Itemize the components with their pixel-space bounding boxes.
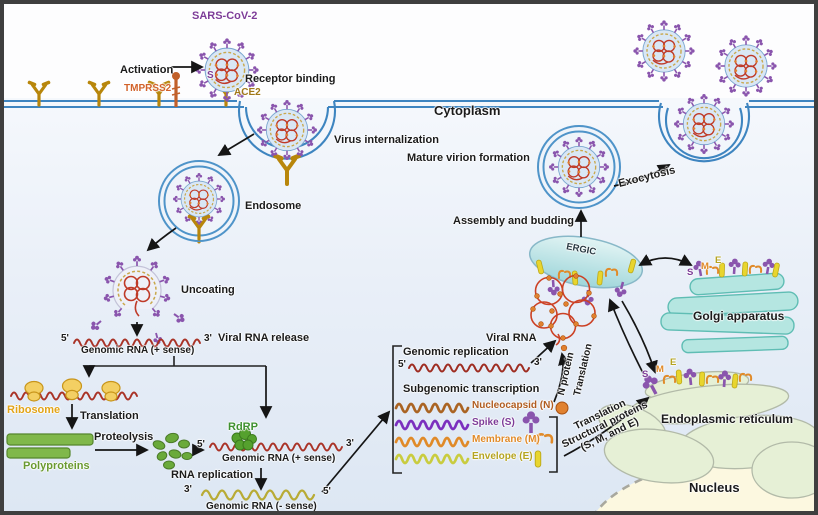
three-prime-4: 3' [534,357,542,368]
envelope-mrna [394,453,470,465]
nucleocapsid-assembly [530,273,597,352]
neg-to-block-arrow [321,410,391,493]
envelope-protein-icon [534,450,542,468]
replication-block-bracket [392,345,402,474]
nucleus-label: Nucleus [689,480,740,495]
er-s-letter: S [642,369,649,380]
rdrp-label: RdRP [228,421,258,433]
virion-released-2 [715,35,776,96]
polyproteins-label: Polyproteins [23,460,90,472]
genomic-rna-pos-1: Genomic RNA (+ sense) [81,345,195,356]
genomic-rna-branch [89,356,266,367]
spike-s-label: Spike (S) [472,417,515,428]
golgi-m-letter: M [701,261,709,272]
viral-rna-arrow [530,339,557,364]
er-e-letter: E [670,357,677,368]
virion-internalized [257,100,317,160]
five-prime-3: 5' [323,486,331,497]
activation-arrow [171,60,204,74]
cytoplasm-label: Cytoplasm [434,103,501,118]
endosome-arrow [146,227,177,252]
five-prime-1: 5' [61,333,69,344]
virion-released-1 [633,20,694,81]
tmprss2-protein [171,72,181,107]
receptor-binding-label: Receptor binding [245,73,336,85]
negative-sense-rna [200,489,316,501]
spike-mrna [394,419,470,431]
ribosome-label: Ribosome [7,404,61,416]
structural-proteins-bracket [549,416,558,473]
genomic-rna-neg-label: Genomic RNA (- sense) [206,501,317,512]
spike-protein-icon [520,409,542,435]
mature-virion-label: Mature virion formation [407,152,530,164]
sars-cov-2-label: SARS-CoV-2 [192,10,258,22]
rdrp-enzyme [231,428,257,451]
golgi-label: Golgi apparatus [693,309,785,323]
virus-internalization-label: Virus internalization [334,134,439,146]
tmprss2-label: TMPRSS2 [124,83,172,94]
virion-exocytosis [674,94,734,154]
ace2-label: ACE2 [234,87,261,98]
genomic-rna-pos-2: Genomic RNA (+ sense) [222,453,336,464]
cleaved-proteins [152,432,193,470]
rna-replication-label: RNA replication [171,469,254,481]
membrane-m-label: Membrane (M) [472,434,540,445]
translation-label: Translation [80,410,139,422]
er-m-letter: M [656,364,664,375]
golgi-e-letter: E [715,255,722,266]
internalization-arrow [217,133,255,156]
golgi-s-letter: S [687,267,694,278]
nucleocapsid-n-label: Nucleocapsid (N) [472,400,554,411]
diagram-graphics [4,4,814,511]
spike-s-tag: S [207,70,214,81]
five-prime-4: 5' [398,359,406,370]
genomic-replication-label: Genomic replication [403,346,509,358]
polyproteins [6,433,94,459]
er-to-ergic-arrow [607,298,645,376]
uncoating-label: Uncoating [181,284,235,296]
activation-label: Activation [120,64,174,76]
endosome-vesicle [158,160,240,242]
exocytosis-arrow [613,164,671,187]
three-prime-2: 3' [346,438,354,449]
three-prime-3: 3' [184,484,192,495]
virion-uncoating [101,254,173,320]
n-protein-icon [555,401,569,415]
endosome-label: Endosome [245,200,302,212]
sme-translation-arrow [563,396,650,457]
proteolysis-label: Proteolysis [94,431,154,443]
assembly-budding-label: Assembly and budding [453,215,575,227]
viral-rna-label: Viral RNA [486,332,537,344]
nucleocapsid-mrna [394,402,470,414]
ergic-golgi-arrow [638,254,693,266]
three-prime-1: 3' [204,333,212,344]
er-label: Endoplasmic reticulum [661,412,794,426]
rdrp-template-rna [209,442,343,452]
endoplasmic-reticulum [597,370,814,499]
golgi-apparatus [660,272,799,354]
mature-virion-vesicle [537,125,621,209]
ribosomes [24,378,121,402]
golgi-to-er-arrow [621,300,658,374]
ergic [528,235,644,289]
subgenomic-transcription-label: Subgenomic transcription [403,383,540,395]
replication-rna [408,363,530,373]
envelope-e-label: Envelope (E) [472,451,533,462]
viral-rna-release-label: Viral RNA release [218,332,310,344]
membrane-mrna [394,436,470,448]
released-genomic-rna [73,338,201,348]
n-translation-arrow [553,352,571,403]
five-prime-2: 5' [197,439,205,450]
